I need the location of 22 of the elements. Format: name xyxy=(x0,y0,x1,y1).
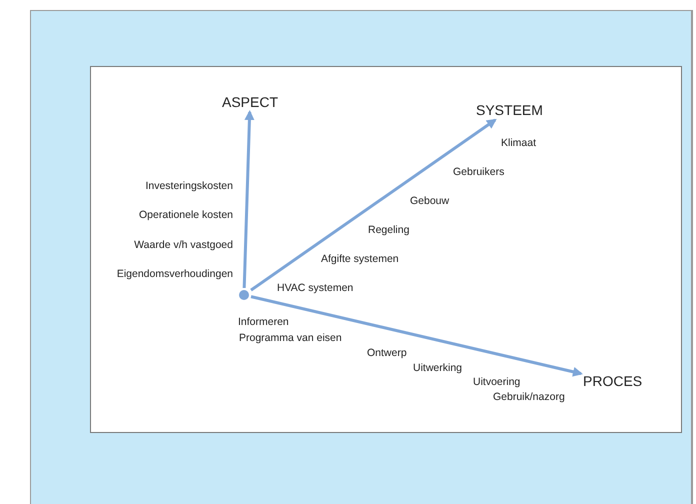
axis-item-label: Uitwerking xyxy=(413,362,462,375)
axis-item-label: HVAC systemen xyxy=(277,282,354,295)
axis-item-label: Waarde v/h vastgoed xyxy=(134,239,233,252)
axis-item-label: Klimaat xyxy=(501,137,536,150)
axis-item-label: Gebruik/nazorg xyxy=(493,391,565,404)
axis-arrow xyxy=(242,110,254,288)
axis-item-label: Programma van eisen xyxy=(239,332,342,345)
axis-item-label: Informeren xyxy=(238,316,289,329)
axis-title: ASPECT xyxy=(222,94,278,110)
axis-arrow xyxy=(250,118,497,292)
axis-item-label: Eigendomsverhoudingen xyxy=(116,268,233,281)
axis-item-label: Afgifte systemen xyxy=(321,253,399,266)
axis-item-label: Operationele kosten xyxy=(139,209,233,222)
axis-item-label: Ontwerp xyxy=(367,347,407,360)
axis-item-label: Investeringskosten xyxy=(145,180,233,193)
axis-title: SYSTEEM xyxy=(476,102,543,118)
axis-item-label: Gebruikers xyxy=(453,166,504,179)
axis-item-label: Uitvoering xyxy=(473,376,520,389)
axis-item-label: Regeling xyxy=(368,224,410,237)
axis-title: PROCES xyxy=(583,373,642,389)
axis-arrow xyxy=(250,295,583,377)
axis-item-label: Gebouw xyxy=(410,195,450,208)
